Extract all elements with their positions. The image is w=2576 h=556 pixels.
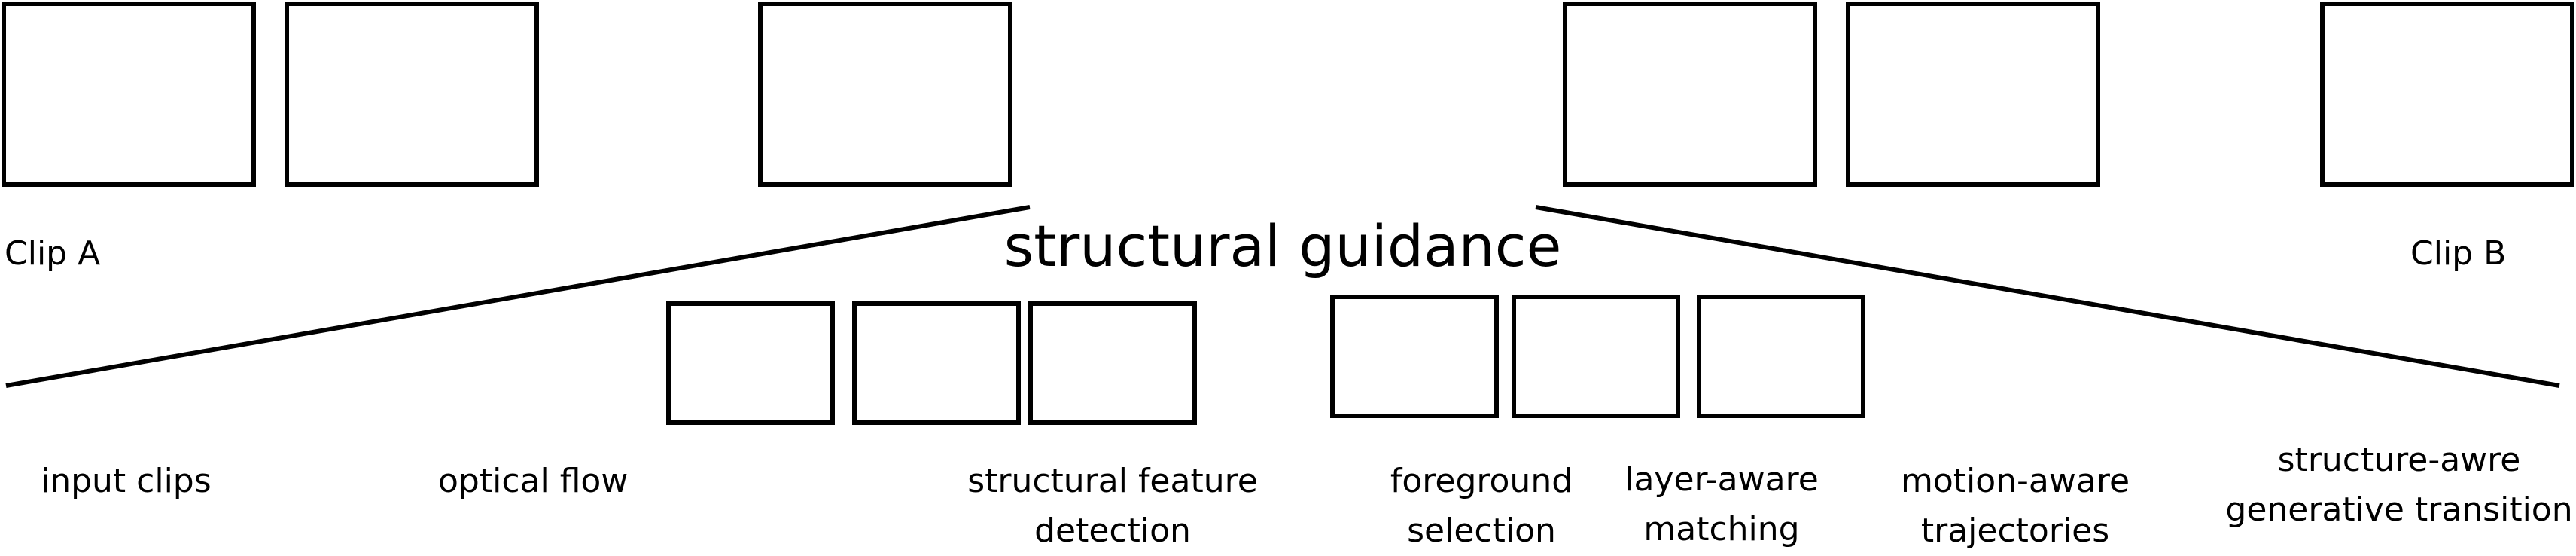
label-generative-transition: generative transition [2225, 490, 2573, 529]
label-layer-aware: layer-aware [1624, 460, 1819, 499]
clip-b-frame-1 [1563, 2, 1817, 187]
clip-b-frame-2 [1846, 2, 2100, 187]
label-structure-awre: structure-awre [2277, 441, 2521, 479]
label-optical-flow: optical flow [438, 462, 629, 500]
right-zoom-line [1535, 205, 2560, 388]
foreground-frame-1 [1330, 295, 1499, 418]
clip-a-label: Clip A [5, 234, 101, 273]
foreground-frame-3 [1697, 295, 1865, 418]
left-zoom-line [5, 205, 1031, 388]
label-structural-feature: structural feature [967, 462, 1258, 500]
clip-b-label: Clip B [2410, 234, 2507, 273]
label-motion-aware: motion-aware [1900, 462, 2130, 500]
label-detection: detection [1034, 512, 1191, 550]
label-input-clips: input clips [41, 462, 212, 500]
foreground-frame-2 [1512, 295, 1680, 418]
clip-a-frame-1 [2, 2, 256, 187]
label-trajectories: trajectories [1920, 512, 2110, 550]
feature-frame-2 [852, 301, 1021, 425]
feature-frame-3 [1028, 301, 1197, 425]
label-matching: matching [1643, 510, 1800, 548]
clip-b-frame-3 [2320, 2, 2574, 187]
clip-a-frame-2 [285, 2, 539, 187]
label-selection: selection [1407, 512, 1556, 550]
clip-a-frame-3 [758, 2, 1012, 187]
structural-guidance-title: structural guidance [1003, 212, 1562, 280]
label-foreground: foreground [1390, 462, 1573, 500]
feature-frame-1 [666, 301, 835, 425]
